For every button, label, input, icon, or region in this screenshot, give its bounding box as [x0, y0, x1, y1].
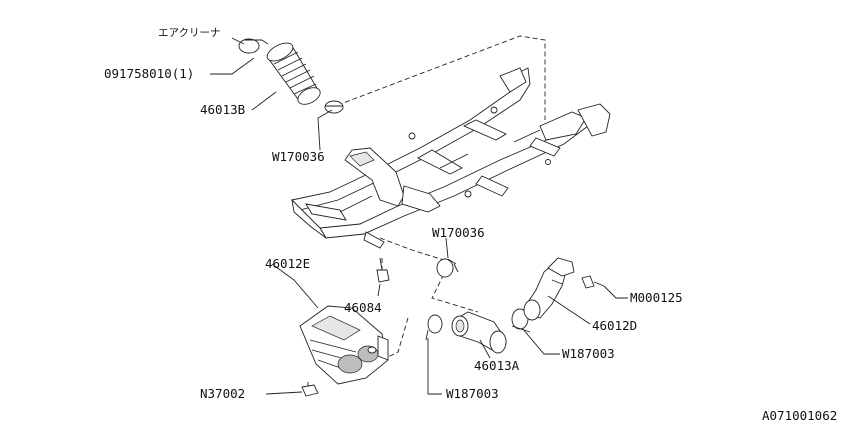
- label-M000125: M000125: [630, 290, 683, 305]
- label-N37002: N37002: [200, 386, 245, 401]
- label-W187003-bottom: W187003: [446, 386, 499, 401]
- diagram-code: A071001062: [762, 408, 837, 423]
- clip-46084: [376, 257, 390, 283]
- rear-pipe-46013A: [451, 311, 507, 354]
- bolt-M000125: [581, 275, 605, 289]
- label-46012E: 46012E: [265, 256, 310, 271]
- front-pipe-46012E: [299, 305, 389, 385]
- rear-pipe-46012D: [523, 257, 575, 321]
- leader-lines: [210, 37, 628, 395]
- label-46012D: 46012D: [592, 318, 637, 333]
- label-W170036-top: W170036: [272, 149, 325, 164]
- label-46084: 46084: [344, 300, 382, 315]
- vehicle-frame: [291, 67, 611, 249]
- label-air-cleaner: エアクリーナ: [158, 27, 220, 39]
- air-boot-assembly: [238, 38, 344, 114]
- nut-N37002: [301, 382, 319, 397]
- label-W170036-mid: W170036: [432, 225, 485, 240]
- label-091758010: 091758010(1): [104, 66, 194, 81]
- label-W187003-right: W187003: [562, 346, 615, 361]
- mid-clamp: [436, 258, 459, 278]
- bottom-clamp: [425, 314, 443, 341]
- label-46013B: 46013B: [200, 102, 245, 117]
- label-46013A: 46013A: [474, 358, 520, 373]
